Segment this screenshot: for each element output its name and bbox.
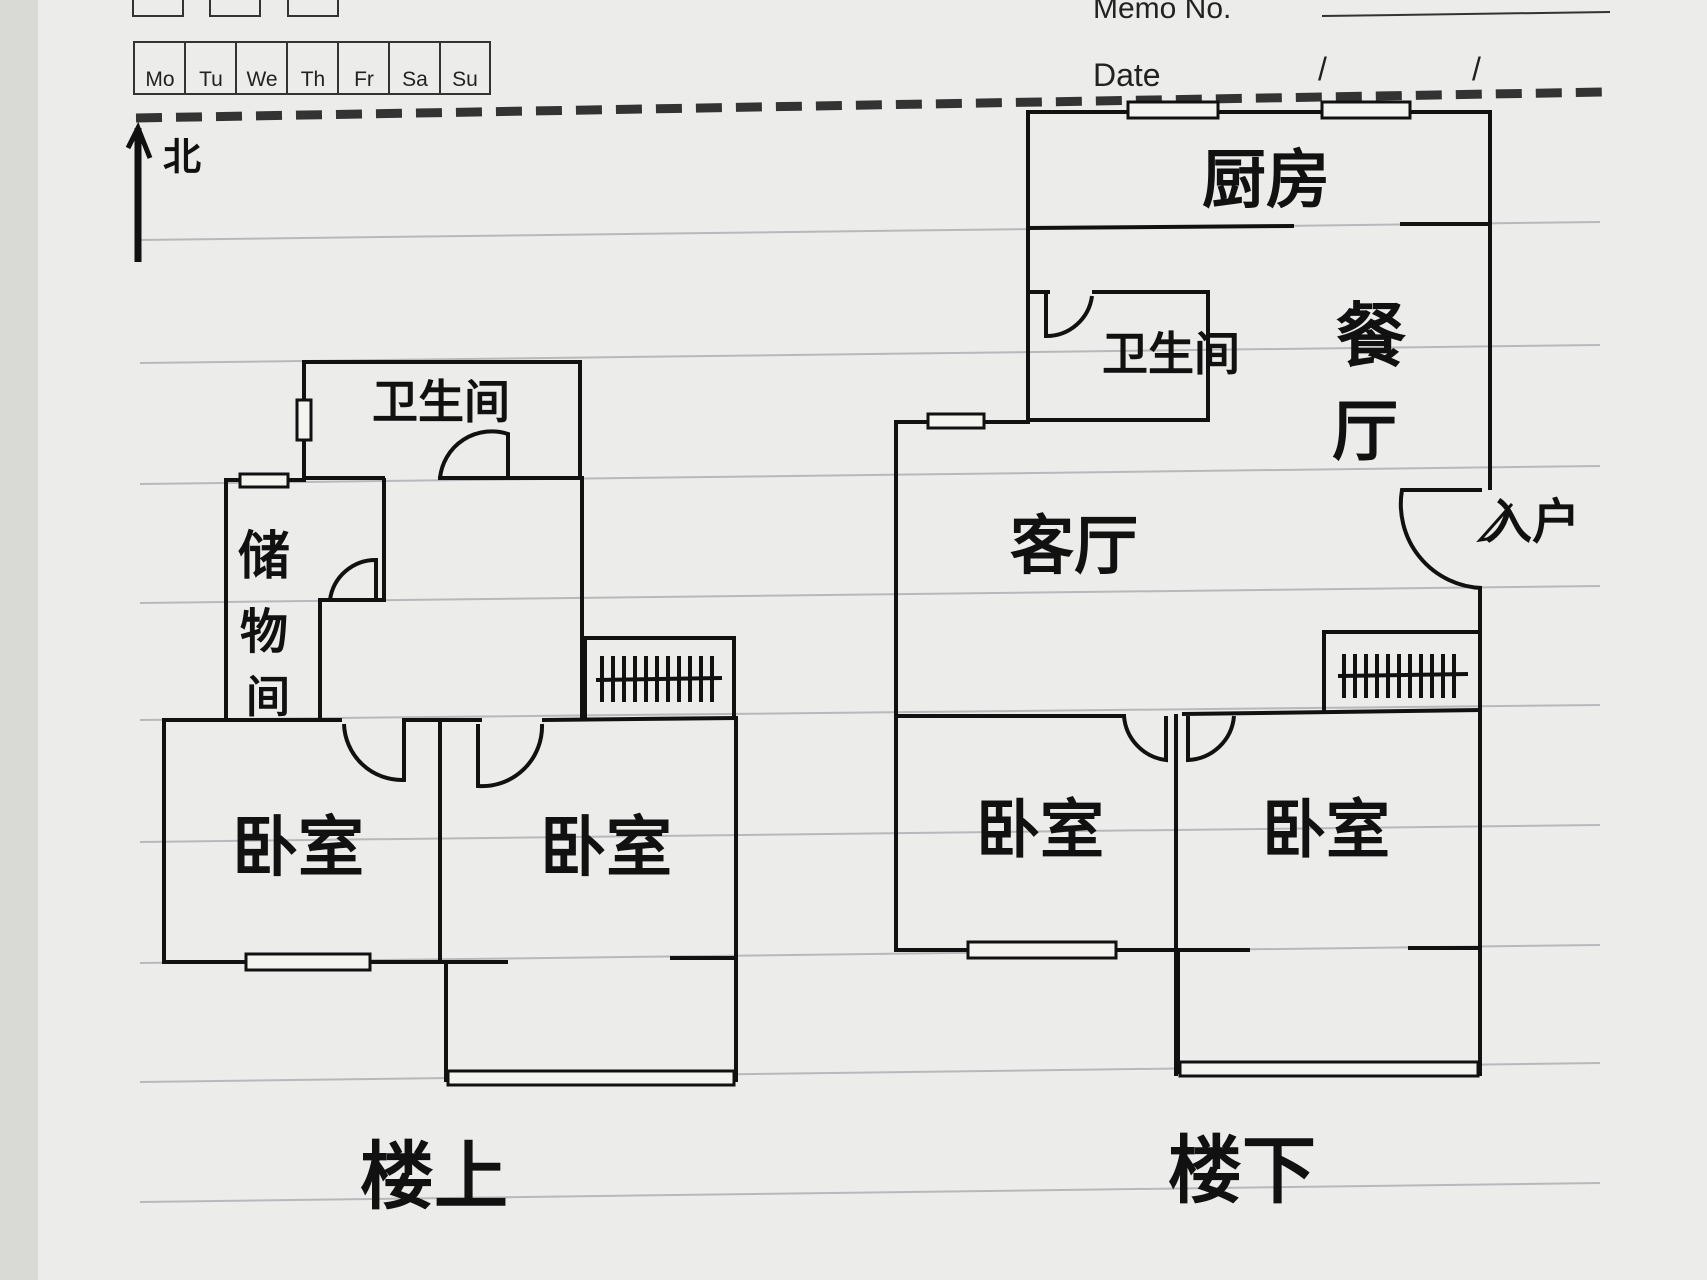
date-separator-2: /	[1472, 51, 1481, 87]
paper-sheet	[38, 0, 1707, 1280]
upstairs-stairs	[595, 656, 723, 702]
upstairs-bedroom-left-label: 卧室	[232, 808, 364, 886]
downstairs-dining-label-2: 厅	[1332, 392, 1398, 470]
rain-icon	[287, 0, 339, 17]
downstairs-bedroom-right-door	[1186, 715, 1236, 763]
day-su: Su	[452, 68, 478, 91]
upstairs-bedroom-left-door	[342, 720, 406, 783]
day-fr: Fr	[354, 68, 374, 91]
upstairs-bedroom-right-door	[476, 723, 545, 789]
weekday-boxes: Mo Tu We Th Fr Sa Su	[133, 41, 491, 95]
entrance-arrow	[1476, 503, 1514, 543]
upstairs-bathroom-label: 卫生间	[372, 375, 510, 429]
downstairs-plan: 厨房 卫生间 餐 厅 客厅 入户 卧室 卧室 楼下	[894, 100, 1580, 1214]
upstairs-plan: 卫生间 储 物 间 卧室 卧室 楼上	[162, 360, 739, 1220]
upstairs-storage-door	[328, 557, 378, 601]
downstairs-living-label: 客厅	[1010, 509, 1138, 584]
downstairs-kitchen-window-1	[1126, 100, 1220, 120]
downstairs-dining-label-1: 餐	[1336, 294, 1406, 377]
downstairs-bedroom-right-label: 卧室	[1262, 793, 1390, 868]
day-we: We	[246, 68, 277, 91]
downstairs-bedroom-left-label: 卧室	[976, 793, 1104, 868]
entrance-label: 入户	[1484, 494, 1580, 550]
day-mo: Mo	[145, 68, 174, 91]
day-th: Th	[301, 68, 326, 91]
downstairs-kitchen-label: 厨房	[1202, 143, 1330, 218]
downstairs-kitchen-window-2	[1320, 100, 1412, 120]
memo-label: Memo No.	[1093, 0, 1231, 25]
date-separator-1: /	[1318, 51, 1327, 87]
downstairs-stairs	[1337, 654, 1469, 698]
day-tu: Tu	[199, 68, 223, 91]
upstairs-storage-label-3: 间	[246, 672, 290, 723]
north-label: 北	[163, 134, 201, 179]
downstairs-bedroom-left-door	[1122, 715, 1168, 763]
upstairs-bathroom-door	[438, 429, 510, 479]
upstairs-storage-window	[238, 472, 290, 489]
weather-icons	[132, 0, 339, 17]
entrance-door	[1398, 488, 1483, 590]
cloud-icon	[209, 0, 261, 17]
downstairs-title: 楼下	[1168, 1128, 1316, 1214]
upstairs-bedroom-right-window	[446, 1069, 736, 1087]
north-marker: 北	[125, 121, 201, 262]
sun-icon	[132, 0, 184, 17]
dashed-separator	[135, 87, 1605, 123]
upstairs-bedroom-right-label: 卧室	[540, 808, 672, 886]
downstairs-bedroom-left-window	[966, 940, 1118, 960]
downstairs-bedroom-right-window	[1178, 1060, 1480, 1078]
upstairs-storage-label-1: 储	[238, 526, 290, 587]
downstairs-living-window	[926, 412, 986, 430]
downstairs-bathroom-door	[1044, 292, 1094, 339]
downstairs-bathroom-label: 卫生间	[1102, 327, 1240, 381]
memo-line	[1321, 11, 1611, 17]
upstairs-bathroom-window	[295, 398, 313, 442]
upstairs-bedroom-left-window	[244, 952, 372, 972]
date-label: Date	[1093, 57, 1161, 93]
upstairs-storage-label-2: 物	[240, 604, 288, 660]
upstairs-title: 楼上	[360, 1134, 508, 1220]
day-sa: Sa	[402, 68, 428, 91]
